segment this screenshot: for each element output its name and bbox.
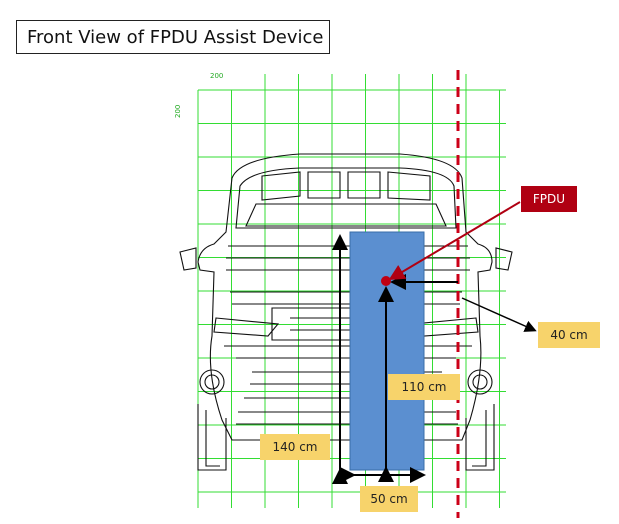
grid-top-label: 200 <box>210 72 223 80</box>
offset-label: 40 cm <box>538 322 600 348</box>
diagram-title: Front View of FPDU Assist Device <box>16 20 330 54</box>
vehicle-front-outline <box>179 153 513 471</box>
height-point-label: 110 cm <box>388 374 460 400</box>
width-label: 50 cm <box>360 486 418 512</box>
fpdu-point-marker <box>381 276 391 286</box>
fpdu-leader-line <box>388 201 521 281</box>
fpdu-label: FPDU <box>521 186 577 212</box>
grid-side-label: 200 <box>174 105 182 118</box>
offset-leader-line <box>461 297 537 332</box>
height-total-label: 140 cm <box>260 434 330 460</box>
